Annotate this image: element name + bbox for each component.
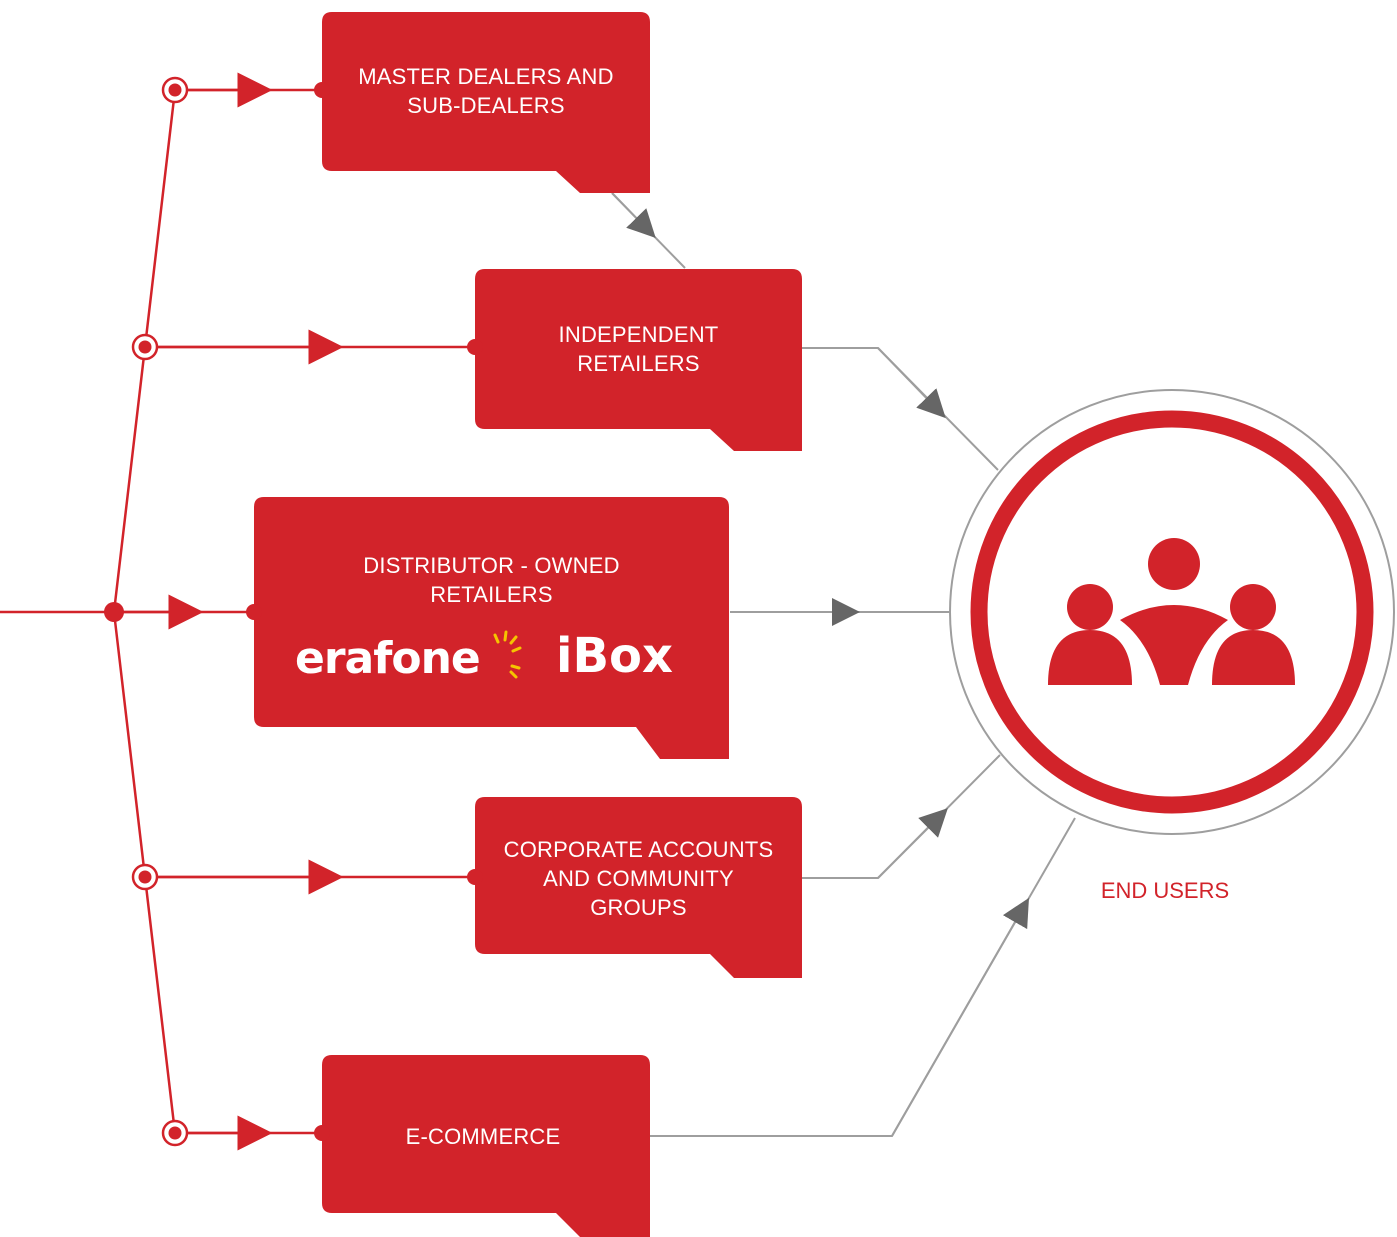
- box-distributor-port: [246, 604, 262, 620]
- box-independent-retailers: [475, 269, 802, 451]
- erafone-spark-icon: [493, 630, 522, 679]
- connector-corporate-arrow: [877, 808, 948, 879]
- node-master: [161, 76, 189, 104]
- box-ecommerce-port: [314, 1125, 330, 1141]
- end-users-node: [949, 389, 1395, 835]
- box-master-dealers-port: [314, 82, 330, 98]
- corporate-accounts-line1: CORPORATE ACCOUNTS: [503, 837, 774, 862]
- connector-master-arrow: [611, 192, 656, 239]
- distributor-owned-line1: DISTRIBUTOR - OWNED: [363, 553, 620, 578]
- tree-nodes: [104, 76, 189, 1147]
- independent-retailers-line1: INDEPENDENT: [558, 322, 719, 347]
- master-dealers-line1: MASTER DEALERS AND: [358, 64, 614, 89]
- connector-independent-arrow: [877, 347, 946, 419]
- independent-retailers-label: INDEPENDENT RETAILERS: [475, 320, 802, 378]
- box-independent-port: [467, 339, 483, 355]
- distributor-owned-label: DISTRIBUTOR - OWNED RETAILERS: [254, 551, 729, 609]
- node-root: [104, 602, 124, 622]
- box-distributor-owned: [254, 497, 729, 759]
- distributor-owned-line2: RETAILERS: [430, 582, 553, 607]
- ecommerce-line1: E-COMMERCE: [405, 1124, 561, 1149]
- box-ecommerce: [322, 1055, 650, 1237]
- master-dealers-label: MASTER DEALERS AND SUB-DEALERS: [322, 62, 650, 120]
- ecommerce-label: E-COMMERCE: [322, 1122, 644, 1151]
- independent-retailers-line2: RETAILERS: [577, 351, 700, 376]
- box-corporate-accounts: [475, 797, 802, 978]
- master-dealers-line2: SUB-DEALERS: [407, 93, 565, 118]
- node-corporate: [131, 863, 159, 891]
- connector-corporate-to-end-users: [802, 754, 1001, 879]
- corporate-accounts-label: CORPORATE ACCOUNTS AND COMMUNITY GROUPS: [475, 835, 802, 922]
- connector-independent-to-end-users: [802, 347, 999, 471]
- connector-ecommerce-arrow: [891, 897, 1029, 1137]
- node-ecommerce: [161, 1119, 189, 1147]
- ibox-logo: iBox: [556, 628, 673, 684]
- box-master-dealers: [322, 12, 650, 193]
- channel-boxes: [246, 12, 802, 1237]
- node-independent: [131, 333, 159, 361]
- erafone-logo: erafone: [295, 633, 481, 684]
- corporate-accounts-line3: GROUPS: [590, 895, 687, 920]
- corporate-accounts-line2: AND COMMUNITY: [543, 866, 734, 891]
- box-corporate-port: [467, 869, 483, 885]
- end-users-label: END USERS: [1100, 878, 1230, 903]
- users-group-icon: [1048, 538, 1295, 685]
- connectors-to-end-users: [611, 192, 1076, 1137]
